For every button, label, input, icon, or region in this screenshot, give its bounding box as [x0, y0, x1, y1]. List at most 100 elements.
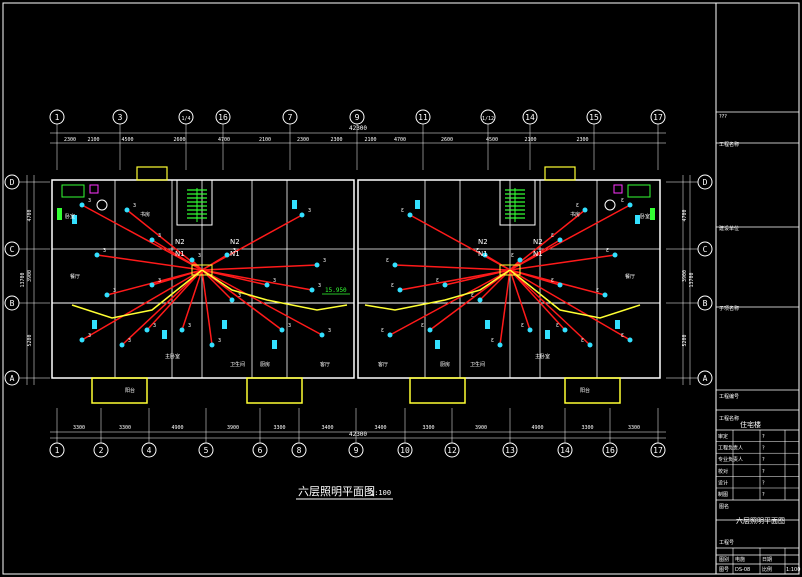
- switch: [635, 215, 640, 224]
- fixture-count: 3: [621, 198, 624, 204]
- tb-footer: 图号: [719, 567, 729, 573]
- circuit-wire: [509, 269, 561, 286]
- light-fixture: [224, 252, 230, 258]
- dim-bottom: 3300: [422, 425, 434, 431]
- room-label: 餐厅: [625, 273, 635, 280]
- fixture-count: 3: [218, 338, 221, 344]
- fixture-count: 3: [198, 253, 201, 259]
- light-fixture: [557, 237, 563, 243]
- light-fixture: [124, 207, 130, 213]
- axis-label-left: C: [10, 245, 15, 254]
- fixture-count: 3: [471, 293, 474, 299]
- circuit-wire: [96, 254, 203, 271]
- light-fixture: [557, 282, 563, 288]
- tb-drawing-name-label: 图名: [719, 503, 729, 510]
- light-fixture: [587, 342, 593, 348]
- fixture-count: 3: [391, 283, 394, 289]
- dim-right: 3900: [682, 270, 688, 282]
- room-label: 主卧室: [165, 353, 180, 360]
- dim-bottom: 4900: [171, 425, 183, 431]
- axis-label-top: 16: [218, 113, 228, 122]
- axis-label-bottom: 4: [147, 446, 152, 455]
- light-fixture: [149, 282, 155, 288]
- axis-label-bottom: 10: [400, 446, 410, 455]
- light-fixture: [527, 327, 533, 333]
- basin: [96, 199, 108, 211]
- dim-left: 5200: [27, 334, 33, 346]
- circuit-wire: [201, 269, 323, 336]
- fixture-count: 3: [238, 293, 241, 299]
- room-label: 书房: [570, 211, 580, 218]
- total-dim-top: 42300: [349, 125, 367, 132]
- circuit-wire: [201, 269, 313, 291]
- circuit-wire: [429, 269, 511, 331]
- dim-top: 2100: [524, 137, 536, 143]
- dim-top: 2100: [364, 137, 376, 143]
- circuit-wire: [509, 269, 591, 346]
- dim-top: 4700: [394, 137, 406, 143]
- fixture-count: 3: [158, 278, 161, 284]
- tb-sign-label: 审定: [718, 433, 728, 440]
- dim-bottom: 3300: [273, 425, 285, 431]
- circuit-wire: [399, 269, 511, 291]
- room-label: 卫生间: [470, 361, 485, 368]
- light-fixture: [442, 282, 448, 288]
- balcony: [564, 377, 621, 404]
- axis-label-top: 1/12: [482, 116, 494, 122]
- fixture-count: 3: [581, 338, 584, 344]
- panel-label: N2: [533, 238, 543, 246]
- tb-company: ???: [719, 114, 727, 120]
- axis-label-bottom: 9: [354, 446, 359, 455]
- fixture-count: 3: [521, 323, 524, 329]
- tb-sign-value: ?: [762, 446, 765, 452]
- total-dim-bottom: 42300: [349, 431, 367, 438]
- light-fixture: [104, 292, 110, 298]
- dim-top: 2100: [259, 137, 271, 143]
- switch: [615, 320, 620, 329]
- basin: [604, 199, 616, 211]
- stairwell: [499, 179, 536, 226]
- home-run-wire: [71, 269, 203, 319]
- bathtub: [627, 184, 651, 198]
- light-fixture: [309, 287, 315, 293]
- tb-sign-label: 制图: [718, 491, 728, 498]
- light-fixture: [497, 342, 503, 348]
- axis-label-bottom: 17: [653, 446, 663, 455]
- light-fixture: [582, 207, 588, 213]
- dim-bottom: 3900: [475, 425, 487, 431]
- circuit-wire: [201, 269, 283, 331]
- axis-label-bottom: 1: [55, 446, 60, 455]
- tb-footer: 工程号: [719, 539, 734, 546]
- panel-label: N1: [175, 250, 185, 258]
- fixture-count: 3: [158, 233, 161, 239]
- toilet: [89, 184, 99, 194]
- distribution-box: [191, 264, 213, 276]
- circuit-wire: [201, 269, 213, 346]
- axis-label-left: B: [10, 299, 15, 308]
- fixture-count: 3: [511, 253, 514, 259]
- dim-left: 4700: [27, 209, 33, 221]
- circuit-wire: [201, 269, 268, 286]
- dim-top: 4500: [121, 137, 133, 143]
- light-fixture: [94, 252, 100, 258]
- fixture-count: 3: [153, 323, 156, 329]
- fixture-count: 3: [88, 333, 91, 339]
- fixture-count: 3: [128, 338, 131, 344]
- dim-top: 2300: [330, 137, 342, 143]
- room-label: 厨房: [440, 361, 450, 368]
- axis-label-top: 9: [355, 113, 360, 122]
- circuit-wire: [409, 214, 511, 271]
- light-fixture: [79, 337, 85, 343]
- switch: [545, 330, 550, 339]
- circuit-wire: [394, 264, 511, 271]
- room-label: 客厅: [378, 361, 388, 368]
- axis-label-right: A: [703, 374, 708, 383]
- floor-plan: 3333333333333333333333333333333333333333…: [51, 166, 661, 404]
- fixture-count: 3: [491, 338, 494, 344]
- light-fixture: [627, 202, 633, 208]
- home-run-wire: [509, 269, 641, 319]
- fixture-count: 3: [386, 258, 389, 264]
- room-label: 书房: [140, 211, 150, 218]
- panel-label: N2: [478, 238, 488, 246]
